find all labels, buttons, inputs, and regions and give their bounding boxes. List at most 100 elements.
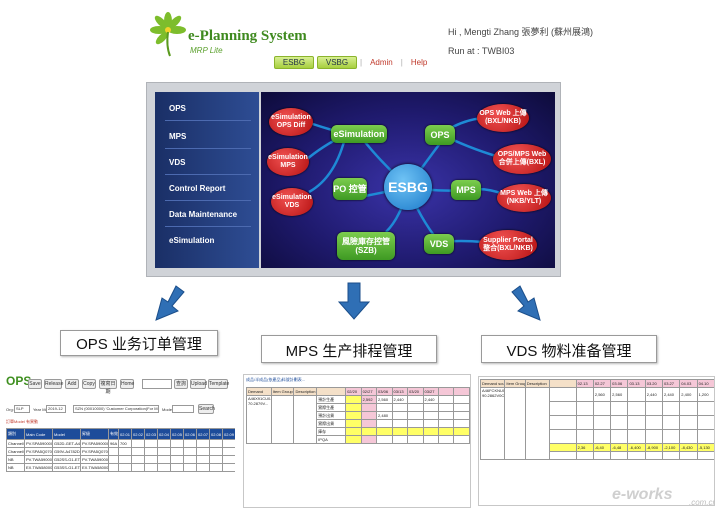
table-cell[interactable]	[360, 419, 378, 428]
table-cell[interactable]: 2,36	[575, 443, 594, 452]
table-cell[interactable]	[627, 387, 646, 402]
table-cell[interactable]: 2,560	[376, 395, 393, 404]
column-header[interactable]: 03/27	[422, 387, 440, 396]
table-row[interactable]: 庫存	[247, 427, 470, 436]
sidebar-item-ops[interactable]: OPS	[169, 104, 186, 113]
table-cell[interactable]	[453, 403, 470, 412]
column-header[interactable]: 02.27	[592, 379, 612, 388]
ops-query-field[interactable]	[142, 379, 172, 389]
column-header[interactable]: 03.06	[610, 379, 629, 388]
table-cell[interactable]	[196, 447, 210, 456]
table-cell[interactable]	[437, 427, 455, 436]
table-cell[interactable]	[157, 463, 171, 472]
column-header[interactable]: Main Code	[24, 428, 53, 440]
tab-vsbg[interactable]: VSBG	[317, 55, 357, 69]
table-cell[interactable]	[422, 427, 440, 436]
table-cell[interactable]	[437, 419, 455, 428]
customer-select[interactable]: SZN (00010000) 'Customer Corporation(For…	[73, 405, 159, 413]
column-header[interactable]: 03.27	[661, 379, 681, 388]
table-cell[interactable]	[575, 401, 594, 416]
node-supplier-portal[interactable]: Supplier Portal 整合(BXL/NKB)	[479, 230, 537, 260]
table-cell[interactable]	[222, 439, 235, 448]
node-esim-mps[interactable]: eSimulation MPS	[267, 148, 309, 176]
hub-esimulation[interactable]: eSimulation	[331, 125, 387, 143]
table-cell[interactable]: -8,430	[679, 443, 698, 452]
column-header[interactable]: Item Group	[270, 387, 295, 396]
org-select[interactable]: SLP	[14, 405, 30, 413]
table-row[interactable]: Channel/Standing PV.SPA5Q070000 G59V-A47…	[6, 447, 235, 456]
table-cell[interactable]	[183, 455, 197, 464]
table-cell[interactable]: -5,130	[696, 443, 714, 452]
column-header[interactable]: 有效	[108, 428, 119, 440]
table-cell[interactable]	[406, 427, 424, 436]
table-cell[interactable]	[157, 439, 171, 448]
table-cell[interactable]	[422, 435, 440, 444]
table-cell[interactable]	[209, 463, 223, 472]
column-header[interactable]: Model	[52, 428, 81, 440]
table-cell[interactable]	[437, 435, 455, 444]
table-cell[interactable]	[376, 427, 393, 436]
table-cell[interactable]	[183, 439, 197, 448]
table-cell[interactable]	[679, 415, 698, 430]
table-cell[interactable]	[345, 403, 362, 412]
table-row[interactable]: NB PV.TWA5900000 G52SS-G1-ET-83 PV.TWA59…	[6, 455, 235, 464]
column-header[interactable]: 02.05	[170, 428, 184, 440]
table-cell[interactable]	[144, 439, 158, 448]
table-cell[interactable]	[406, 411, 424, 420]
table-cell[interactable]	[610, 401, 629, 416]
table-cell[interactable]	[170, 463, 184, 472]
table-cell[interactable]	[592, 401, 612, 416]
sidebar-item-esimulation[interactable]: eSimulation	[169, 236, 215, 245]
table-cell[interactable]: 700	[118, 439, 132, 448]
table-cell[interactable]	[610, 415, 629, 430]
table-cell[interactable]	[422, 411, 440, 420]
table-cell[interactable]: 2,440	[391, 395, 409, 404]
table-cell[interactable]: -6,40	[592, 443, 612, 452]
column-header[interactable]: 02/20	[345, 387, 362, 396]
copy-button[interactable]: Copy	[82, 379, 96, 389]
table-cell[interactable]	[437, 395, 455, 404]
table-cell[interactable]	[391, 411, 409, 420]
table-cell[interactable]	[696, 415, 714, 430]
column-header[interactable]: 03.13	[627, 379, 646, 388]
sidebar-item-mps[interactable]: MPS	[169, 132, 187, 141]
table-cell[interactable]	[360, 435, 378, 444]
table-cell[interactable]: 2,440	[661, 387, 681, 402]
table-cell[interactable]: 2,560	[610, 387, 629, 402]
table-cell[interactable]	[627, 415, 646, 430]
column-header[interactable]: 02.06	[183, 428, 197, 440]
table-cell[interactable]	[345, 395, 362, 404]
column-header[interactable]: 03/06	[376, 387, 393, 396]
table-cell[interactable]: 2,400	[679, 387, 698, 402]
table-cell[interactable]	[157, 447, 171, 456]
table-row[interactable]	[481, 451, 714, 460]
copy-date-button[interactable]: 複寫日期	[99, 379, 117, 395]
table-cell[interactable]	[422, 419, 440, 428]
table-cell[interactable]	[118, 447, 132, 456]
table-cell[interactable]	[679, 401, 698, 416]
table-cell[interactable]	[437, 411, 455, 420]
table-cell[interactable]	[644, 451, 664, 460]
column-header[interactable]: 02.02	[131, 428, 145, 440]
sidebar-item-control-report[interactable]: Control Report	[169, 184, 226, 193]
table-cell[interactable]	[209, 447, 223, 456]
table-cell[interactable]	[222, 455, 235, 464]
model-field[interactable]	[172, 405, 194, 413]
column-header[interactable]: 02.03	[144, 428, 158, 440]
table-cell[interactable]	[345, 435, 362, 444]
table-row[interactable]: Channel/Standing PV.SPA5900000 G52D-GET-…	[6, 439, 235, 448]
table-cell[interactable]	[183, 447, 197, 456]
node-esim-vds[interactable]: eSimulation VDS	[271, 188, 313, 216]
column-header[interactable]: 04.10	[696, 379, 714, 388]
column-header[interactable]: Item Group	[504, 379, 526, 388]
table-cell[interactable]	[679, 451, 698, 460]
table-cell[interactable]	[627, 401, 646, 416]
column-header[interactable]: 02.04	[157, 428, 171, 440]
table-cell[interactable]	[696, 401, 714, 416]
sidebar-item-vds[interactable]: VDS	[169, 158, 186, 167]
add-button[interactable]: Add	[65, 379, 79, 389]
table-cell[interactable]	[345, 411, 362, 420]
table-cell[interactable]	[196, 439, 210, 448]
table-cell[interactable]	[222, 447, 235, 456]
table-cell[interactable]: -6,48	[610, 443, 629, 452]
